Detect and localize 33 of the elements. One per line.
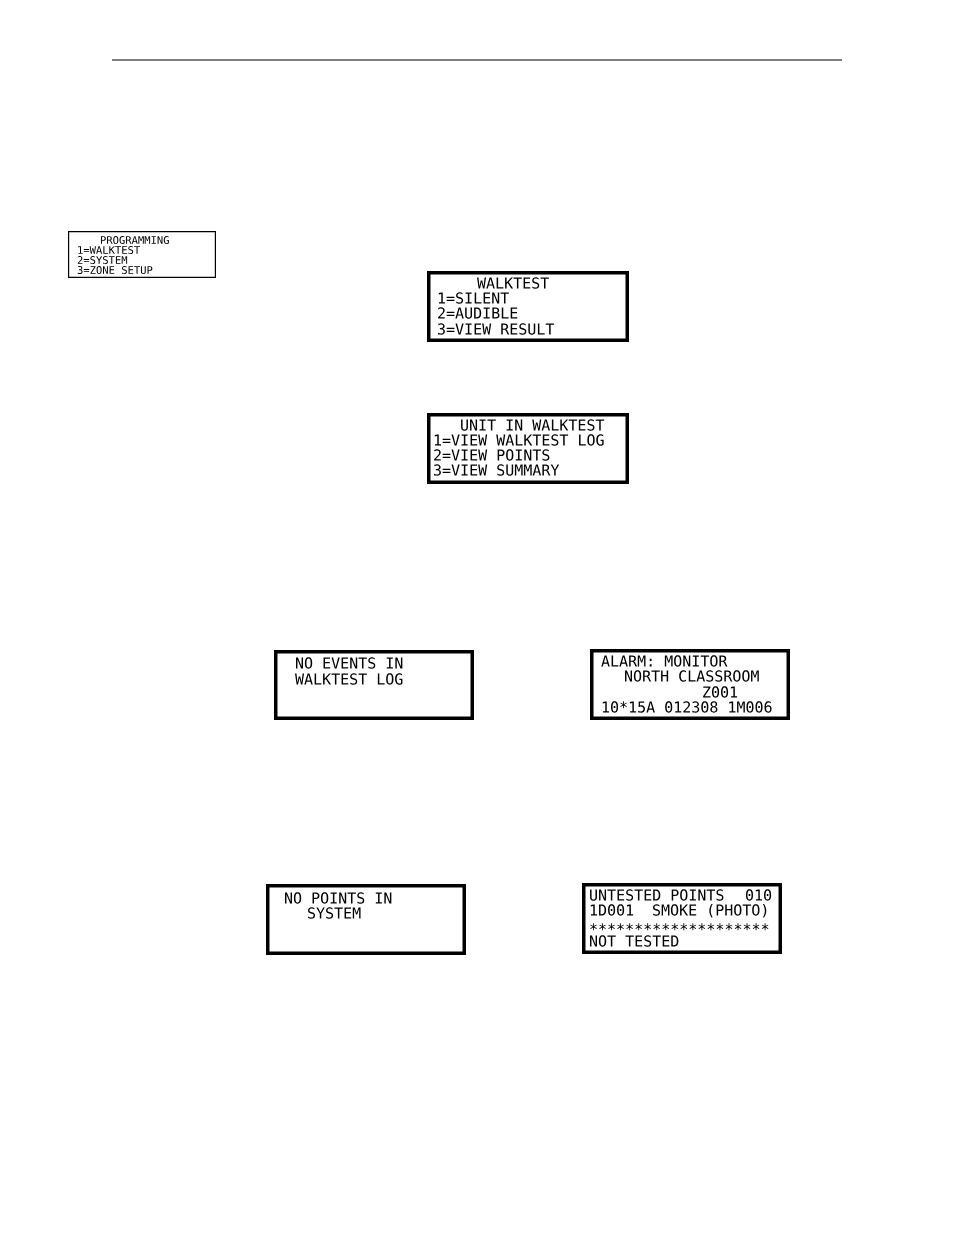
- display-text: 10*15A 012308 1M006: [602, 701, 772, 713]
- display-text: NOT TESTED: [590, 935, 679, 947]
- lcd-screen: [68, 231, 216, 278]
- lcd-screen: [266, 884, 466, 955]
- display-text: NORTH CLASSROOM: [625, 670, 759, 682]
- lcd-screen: [274, 650, 474, 720]
- display-text: 1=WALKTEST: [78, 246, 140, 254]
- display-text: 3=VIEW SUMMARY: [434, 464, 560, 476]
- display-text: UNIT IN WALKTEST: [461, 419, 605, 431]
- display-text: PROGRAMMING: [101, 236, 169, 244]
- display-text: WALKTEST LOG: [295, 673, 403, 685]
- display-text: 1=SILENT: [438, 292, 509, 304]
- display-text: 010: [746, 889, 772, 901]
- display-text: ALARM: MONITOR: [601, 655, 728, 667]
- lcd-screen: [427, 271, 629, 342]
- lcd-screen: [427, 413, 629, 484]
- display-text: SMOKE (PHOTO): [653, 904, 767, 918]
- display-text: 2=AUDIBLE: [438, 307, 518, 319]
- lcd-screen: [582, 883, 782, 954]
- display-text: UNTESTED POINTS: [590, 889, 724, 901]
- display-text: NO EVENTS IN: [296, 657, 403, 669]
- display-text: 3=VIEW RESULT: [438, 323, 555, 335]
- display-text: 1D001: [590, 904, 634, 916]
- lcd-screen: [590, 649, 790, 720]
- display-text: SYSTEM: [308, 907, 361, 919]
- display-text: 1=VIEW WALKTEST LOG: [434, 434, 604, 446]
- display-text: WALKTEST: [477, 277, 549, 289]
- display-text: 3=ZONE SETUP: [77, 266, 153, 274]
- display-text: 2=VIEW POINTS: [434, 449, 550, 461]
- display-text: Z001: [703, 686, 738, 698]
- display-text: NO POINTS IN: [285, 892, 392, 904]
- display-text: 2=SYSTEM: [77, 256, 128, 264]
- display-text: ∗∗∗∗∗∗∗∗∗∗∗∗∗∗∗∗∗∗∗∗: [590, 923, 769, 931]
